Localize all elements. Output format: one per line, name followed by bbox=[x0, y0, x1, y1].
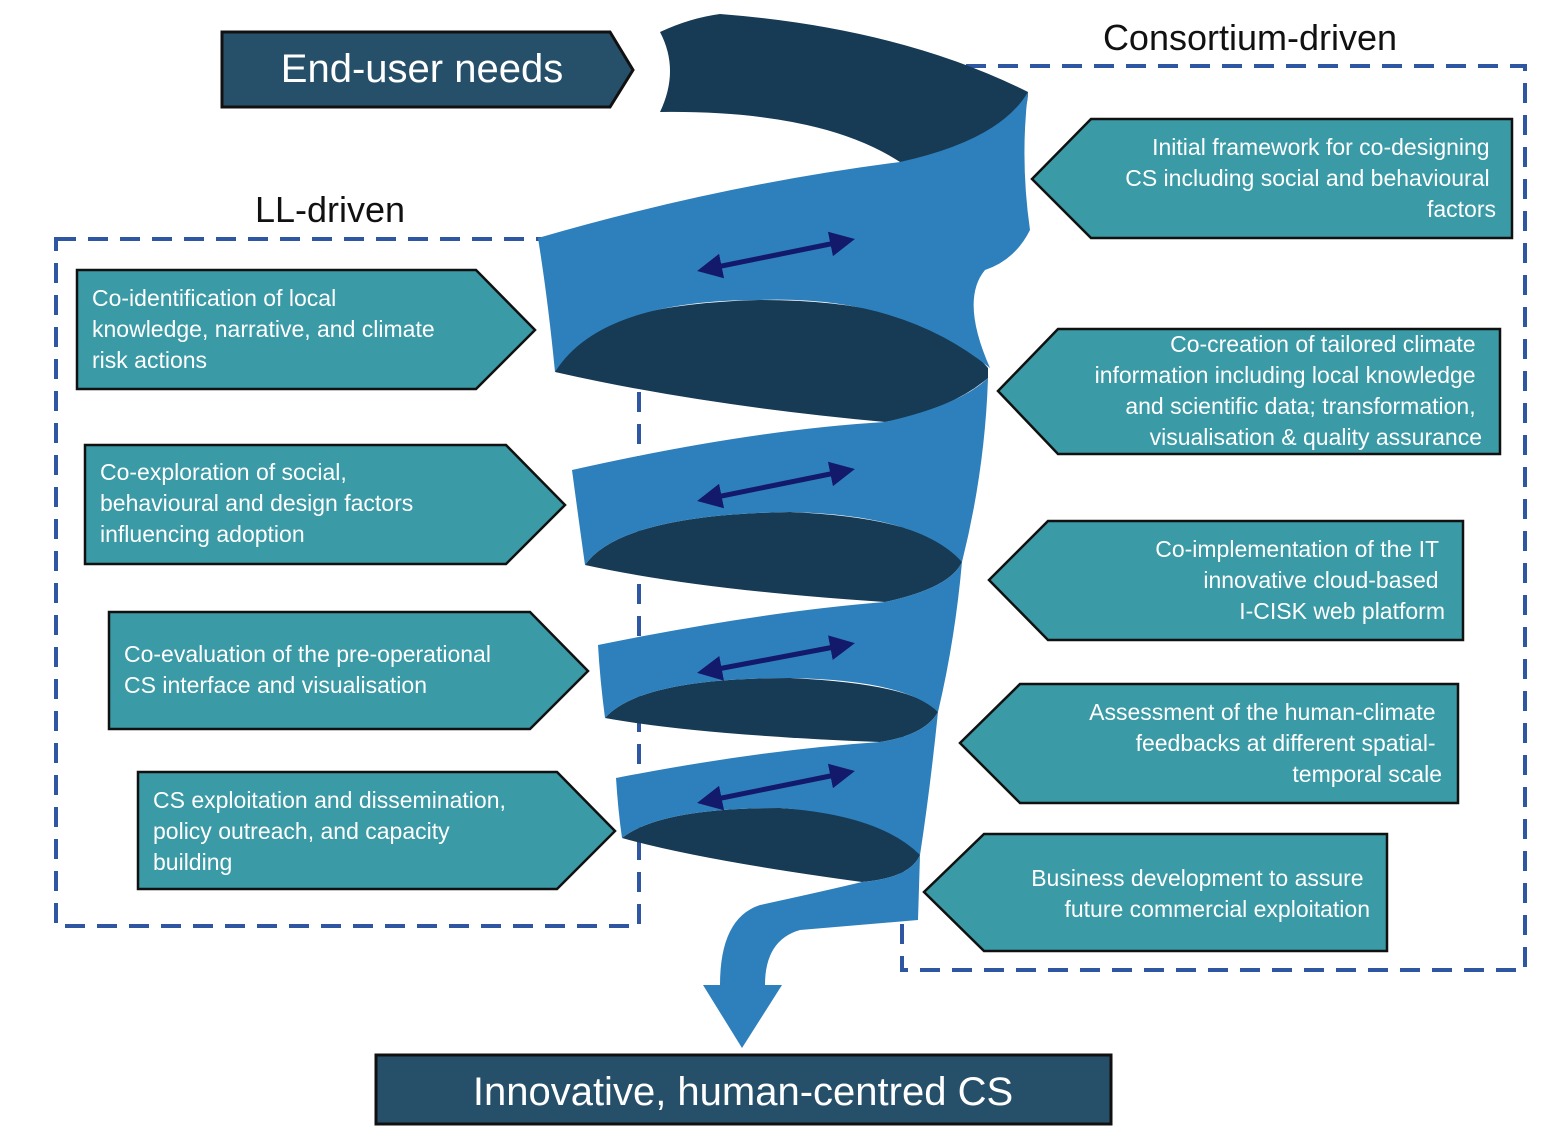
ribbon-back-segment-3 bbox=[585, 512, 962, 602]
ll-driven-label: LL-driven bbox=[255, 189, 405, 230]
double-arrow-icon bbox=[697, 763, 855, 811]
double-arrow-icon bbox=[697, 635, 855, 681]
consortium-step-box-5: Business development to assure future co… bbox=[922, 832, 1389, 953]
ribbon-back-segment-top bbox=[660, 14, 1028, 162]
ribbon-back-segment-4 bbox=[605, 678, 938, 742]
end-user-needs-box: End-user needs bbox=[220, 30, 635, 109]
double-arrow-icon bbox=[697, 231, 855, 279]
ribbon-back-segment-5 bbox=[622, 808, 920, 882]
interaction-arrows bbox=[697, 231, 855, 811]
consortium-driven-label: Consortium-driven bbox=[1103, 17, 1397, 58]
innovative-cs-title: Innovative, human-centred CS bbox=[473, 1070, 1013, 1114]
ll-step-text-3: Co-evaluation of the pre-operational CS … bbox=[124, 641, 497, 698]
end-user-needs-title: End-user needs bbox=[281, 47, 563, 91]
ll-step-text-2: Co-exploration of social, behavioural an… bbox=[100, 459, 420, 547]
ll-step-box-4: CS exploitation and dissemination, polic… bbox=[136, 770, 617, 891]
double-arrow-icon bbox=[697, 461, 855, 509]
consortium-step-box-1: Initial framework for co-designing CS in… bbox=[1030, 117, 1514, 240]
consortium-step-box-4: Assessment of the human-climate feedback… bbox=[958, 682, 1460, 805]
ll-step-box-2: Co-exploration of social, behavioural an… bbox=[83, 443, 567, 566]
ll-step-text-1: Co-identification of local knowledge, na… bbox=[92, 285, 441, 373]
consortium-step-text-3: Co-implementation of the IT innovative c… bbox=[1155, 536, 1445, 624]
ribbon-front-tail bbox=[703, 855, 920, 1048]
consortium-step-text-5: Business development to assure future co… bbox=[1031, 865, 1370, 922]
consortium-step-text-1: Initial framework for co-designing CS in… bbox=[1125, 134, 1496, 222]
ribbon-back-segment-2 bbox=[555, 300, 988, 422]
innovative-cs-box: Innovative, human-centred CS bbox=[374, 1053, 1113, 1126]
ll-step-box-3: Co-evaluation of the pre-operational CS … bbox=[107, 610, 590, 731]
ll-step-text-4: CS exploitation and dissemination, polic… bbox=[153, 787, 512, 875]
consortium-step-box-2: Co-creation of tailored climate informat… bbox=[996, 327, 1502, 456]
consortium-step-text-2: Co-creation of tailored climate informat… bbox=[1095, 331, 1482, 450]
consortium-step-text-4: Assessment of the human-climate feedback… bbox=[1089, 699, 1442, 787]
ll-driven-group-border bbox=[54, 237, 641, 928]
consortium-step-box-3: Co-implementation of the IT innovative c… bbox=[987, 519, 1465, 642]
ll-step-box-1: Co-identification of local knowledge, na… bbox=[75, 268, 537, 391]
